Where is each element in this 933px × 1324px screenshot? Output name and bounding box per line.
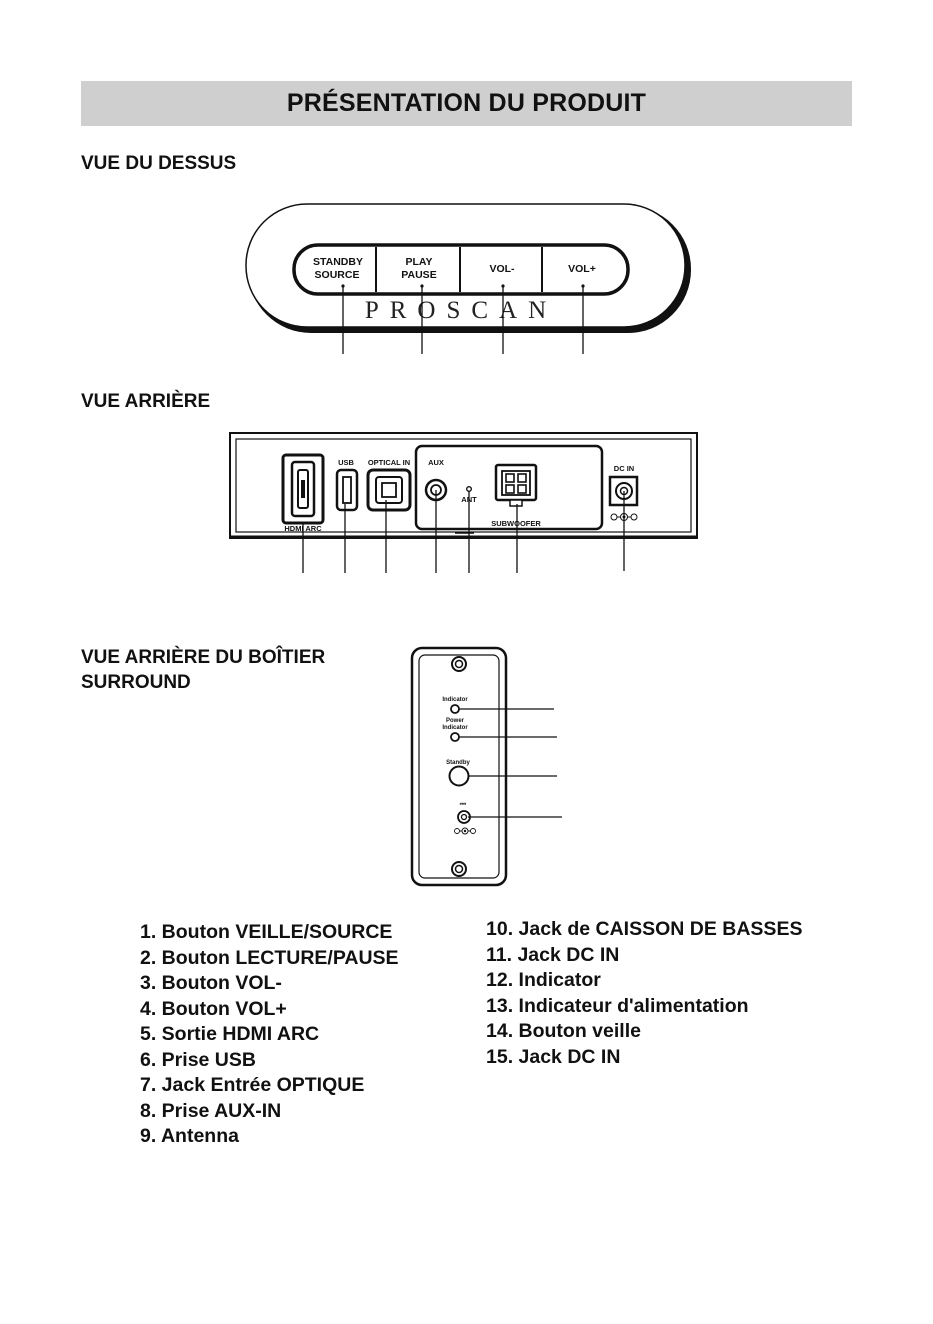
legend-item: 14. Bouton veille (486, 1020, 641, 1042)
aux-label: AUX (428, 458, 444, 467)
play-pause-button: PLAY PAUSE (401, 256, 436, 281)
legend-item: 8. Prise AUX-IN (140, 1099, 282, 1122)
standby-source-button: STANDBY SOURCE (313, 256, 363, 281)
legend-item: 13. Indicateur d'alimentation (486, 994, 749, 1017)
standby-button (448, 765, 470, 787)
power-indicator-light (450, 732, 460, 742)
vol-minus-label: VOL- (489, 263, 515, 275)
source-button-label: SOURCE (315, 269, 360, 281)
page-title-bar: PRÉSENTATION DU PRODUIT (81, 81, 852, 126)
legend-item: 2. Bouton LECTURE/PAUSE (140, 946, 399, 969)
page-title: PRÉSENTATION DU PRODUIT (286, 89, 647, 117)
standby-button-label: STANDBY (313, 256, 363, 268)
legend-item: 5. Sortie HDMI ARC (140, 1023, 320, 1045)
subwoofer-label: SUBWOOFER (491, 519, 541, 528)
hdmi-port (281, 453, 325, 525)
bottom-screw (451, 861, 467, 877)
surround-view-heading-line1: VUE ARRIÈRE DU BOÎTIER (81, 647, 326, 668)
surround-view-diagram: Indicator Power Indicator Standby ⎓ (410, 646, 562, 887)
antenna-point (466, 486, 473, 493)
power-indicator-label-line1: Power (446, 718, 465, 724)
surround-view-heading-line2: SURROUND (81, 672, 191, 693)
top-view-diagram: STANDBY SOURCE PLAY PAUSE VOL- VOL+ PROS… (245, 203, 691, 354)
top-view-heading: VUE DU DESSUS (81, 153, 237, 174)
optical-label: OPTICAL IN (368, 458, 410, 467)
pause-button-label: PAUSE (401, 269, 436, 281)
dc-in-label: DC IN (614, 464, 634, 473)
legend-item: 15. Jack DC IN (486, 1045, 621, 1068)
usb-port (335, 468, 359, 512)
power-indicator-label-line2: Indicator (442, 725, 468, 731)
vol-minus-button: VOL- (489, 263, 515, 275)
brand-logo: PROSCAN (365, 297, 557, 324)
legend-item: 12. Indicator (486, 969, 601, 991)
legend-item: 7. Jack Entrée OPTIQUE (140, 1074, 365, 1096)
legend-item: 1. Bouton VEILLE/SOURCE (140, 921, 393, 943)
surround-polarity-symbol (454, 827, 476, 835)
polarity-symbol (610, 513, 638, 521)
subwoofer-connector (494, 463, 538, 507)
legend-item: 4. Bouton VOL+ (140, 997, 287, 1020)
dc-symbol: ⎓ (460, 799, 467, 808)
indicator-light (450, 704, 460, 714)
legend-item: 9. Antenna (140, 1125, 239, 1147)
rear-view-heading: VUE ARRIÈRE (81, 391, 211, 412)
legend-right: 10. Jack de CAISSON DE BASSES 11. Jack D… (486, 917, 802, 1070)
vol-plus-label: VOL+ (568, 263, 596, 275)
legend-left: 1. Bouton VEILLE/SOURCE 2. Bouton LECTUR… (140, 920, 399, 1150)
optical-port (366, 468, 412, 512)
rear-view-diagram: HDMI ARC USB OPTICAL IN AUX ANT SUBWOOFE… (229, 432, 698, 573)
vol-plus-button: VOL+ (568, 263, 596, 275)
standby-label: Standby (446, 760, 470, 766)
legend-item: 11. Jack DC IN (486, 943, 620, 966)
indicator-label: Indicator (442, 697, 468, 703)
usb-label: USB (338, 458, 354, 467)
legend-item: 10. Jack de CAISSON DE BASSES (486, 918, 803, 940)
top-screw (451, 656, 467, 672)
play-button-label: PLAY (405, 256, 432, 268)
legend-item: 3. Bouton VOL- (140, 972, 282, 994)
legend-item: 6. Prise USB (140, 1048, 256, 1071)
